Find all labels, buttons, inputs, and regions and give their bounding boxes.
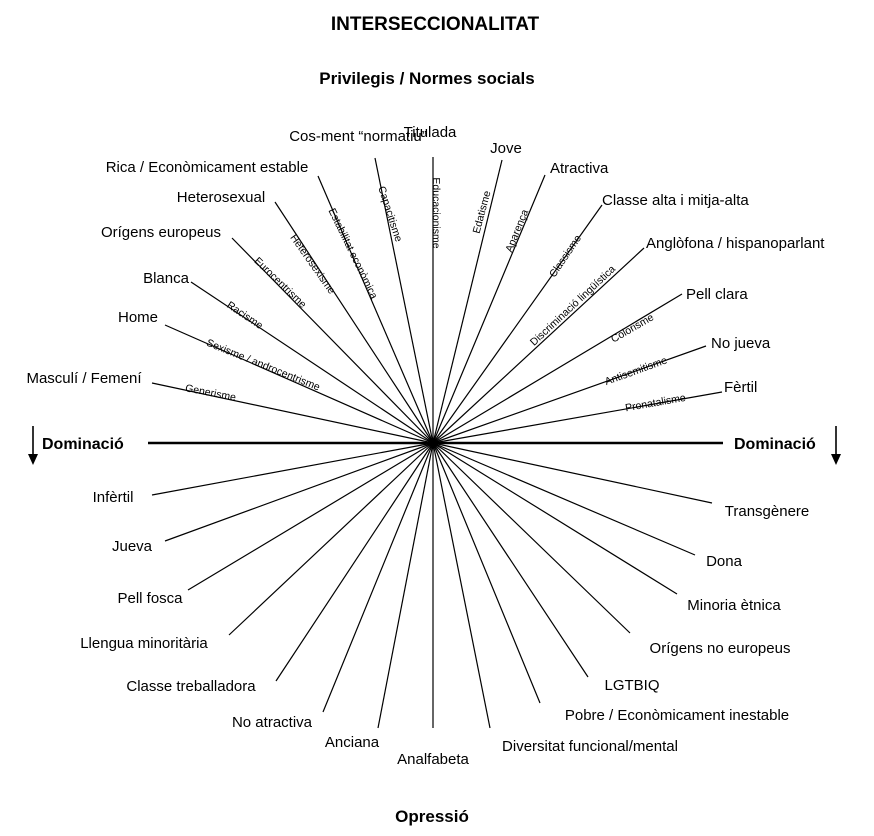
discrimination-label: Capacitisme (375, 185, 404, 244)
domination-arrow-right (831, 426, 841, 465)
privilege-ray (190, 281, 434, 444)
privilege-ray (432, 174, 546, 444)
privilege-ray (432, 293, 683, 444)
oppression-label: LGTBIQ (604, 677, 659, 694)
oppression-ray (275, 442, 434, 682)
oppression-ray (228, 442, 434, 636)
privilege-ray (151, 382, 434, 444)
oppression-label: Minoria ètnica (687, 597, 781, 614)
diagram-title: INTERSECCIONALITAT (331, 14, 540, 35)
oppression-label: Pobre / Econòmicament inestable (565, 707, 789, 724)
privilege-ray (274, 201, 434, 444)
oppression-ray (432, 442, 713, 504)
privilege-ray (432, 391, 723, 444)
oppression-ray (377, 442, 434, 729)
privilege-ray (432, 345, 707, 444)
privileges-heading: Privilegis / Normes socials (319, 69, 534, 88)
privilege-label: Titulada (404, 124, 457, 141)
oppression-label: Pell fosca (117, 590, 183, 607)
oppression-label: Anciana (325, 734, 380, 751)
oppression-label: Analfabeta (397, 751, 469, 768)
privilege-ray (432, 247, 645, 444)
discrimination-label: Educacionisme (430, 177, 442, 248)
oppression-label: Jueva (112, 538, 153, 555)
privilege-label: Anglòfona / hispanoparlant (646, 235, 825, 252)
discrimination-label: Eurocentrisme (252, 255, 309, 311)
oppression-ray (432, 442, 589, 678)
privilege-label: Blanca (143, 270, 190, 287)
oppression-ray (432, 442, 631, 634)
oppression-ray (187, 442, 434, 591)
oppression-heading: Opressió (395, 807, 469, 826)
privilege-label: Heterosexual (177, 189, 265, 206)
domination-label-right: Dominació (734, 436, 816, 453)
oppression-ray (432, 442, 678, 595)
oppression-label: Classe treballadora (126, 678, 256, 695)
oppression-label: Orígens no europeus (650, 640, 791, 657)
privilege-label: Masculí / Femení (26, 370, 142, 387)
discrimination-label: Heterosexisme (287, 232, 337, 296)
privilege-ray (164, 324, 434, 444)
oppression-ray (432, 442, 696, 556)
ray-group (151, 157, 723, 729)
oppression-label: Llengua minoritària (80, 635, 208, 652)
oppression-label: Dona (706, 553, 743, 570)
privilege-label: Classe alta i mitja-alta (602, 192, 749, 209)
oppression-label: No atractiva (232, 714, 313, 731)
oppression-ray (322, 442, 434, 713)
privilege-label: No jueva (711, 335, 771, 352)
privilege-label: Home (118, 309, 158, 326)
discrimination-label: Discriminació lingüística (528, 263, 618, 348)
oppression-ray (164, 442, 434, 542)
oppression-ray (432, 442, 541, 704)
oppression-label: Transgènere (725, 503, 810, 520)
privilege-label: Orígens europeus (101, 224, 221, 241)
domination-label-left: Dominació (42, 436, 124, 453)
discrimination-label: Sexisme / androcentrisme (205, 337, 322, 394)
discrimination-label: Antisemitisme (603, 354, 669, 388)
privilege-label: Rica / Econòmicament estable (106, 159, 309, 176)
privilege-ray (317, 175, 434, 444)
privilege-ray (432, 204, 603, 444)
discrimination-label: Aparença (503, 208, 531, 254)
discrimination-label: Classisme (547, 233, 584, 280)
privilege-ray (432, 159, 503, 444)
oppression-label: Infèrtil (93, 489, 134, 506)
discrimination-label: Pronatalisme (624, 392, 687, 414)
privilege-ray (374, 157, 434, 444)
discrimination-label: Edatisme (471, 189, 494, 235)
privilege-label: Jove (490, 140, 522, 157)
privilege-label: Fèrtil (724, 379, 757, 396)
oppression-ray (151, 442, 434, 496)
discrimination-label: Colorisme (609, 311, 656, 345)
domination-arrow-left (28, 426, 38, 465)
privilege-label: Cos-ment “normatiu” (289, 128, 427, 145)
privilege-label: Atractiva (550, 160, 609, 177)
privilege-label: Pell clara (686, 286, 748, 303)
discrimination-label: Racisme (224, 299, 265, 332)
oppression-label: Diversitat funcional/mental (502, 738, 678, 755)
privilege-ray (231, 237, 434, 444)
oppression-ray (432, 442, 491, 729)
discrimination-label: Generisme (184, 382, 237, 404)
